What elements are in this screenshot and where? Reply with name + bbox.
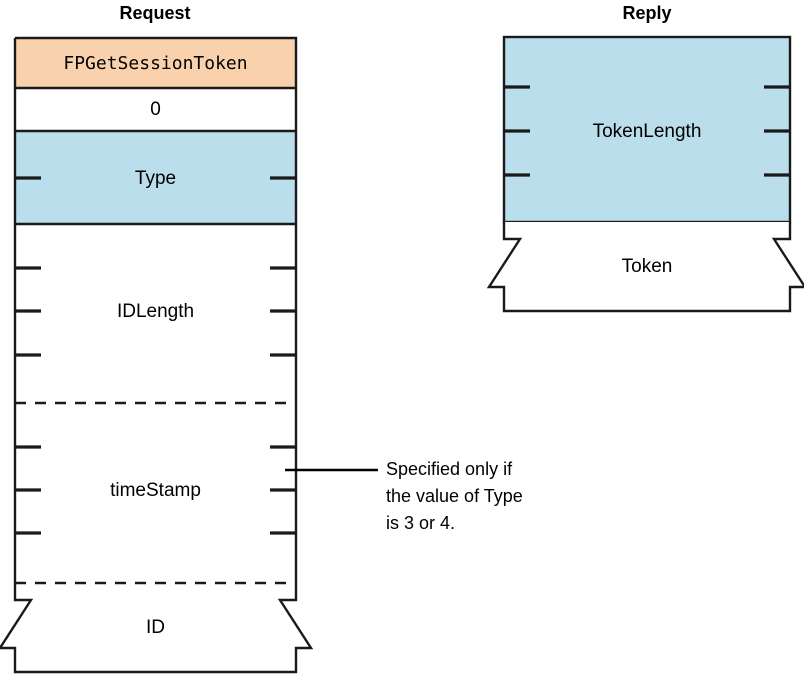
annotation-line-1: Specified only if	[386, 459, 513, 479]
reply-field-token-label: Token	[622, 256, 673, 277]
request-field-fpgetsessiontoken: FPGetSessionToken	[15, 38, 296, 88]
request-field-zero: 0	[15, 88, 296, 131]
request-field-idlength-label: IDLength	[117, 301, 194, 322]
request-field-id-label: ID	[146, 617, 165, 638]
request-field-type-label: Type	[135, 168, 176, 189]
annotation-type-condition: Specified only if the value of Type is 3…	[285, 459, 523, 533]
reply-field-tokenlength: TokenLength	[502, 35, 792, 224]
reply-field-token: Token	[486, 222, 804, 313]
request-field-type: Type	[15, 131, 296, 224]
request-field-id: ID	[0, 583, 314, 674]
request-field-timestamp-label: timeStamp	[110, 480, 201, 501]
request-field-idlength: IDLength	[15, 224, 296, 403]
request-field-zero-label: 0	[150, 99, 161, 120]
request-column-outline	[13, 36, 298, 583]
annotation-line-3: is 3 or 4.	[386, 513, 455, 533]
request-field-timestamp: timeStamp	[15, 403, 296, 583]
annotation-line-2: the value of Type	[386, 486, 523, 506]
request-field-fpgetsessiontoken-label: FPGetSessionToken	[63, 53, 247, 74]
request-column: Request FPGetSessionToken 0 Type IDLengt…	[0, 3, 314, 674]
reply-field-tokenlength-label: TokenLength	[593, 121, 702, 142]
reply-column-title: Reply	[622, 3, 671, 23]
reply-column: Reply TokenLength Token	[486, 3, 804, 313]
request-column-title: Request	[119, 3, 190, 23]
